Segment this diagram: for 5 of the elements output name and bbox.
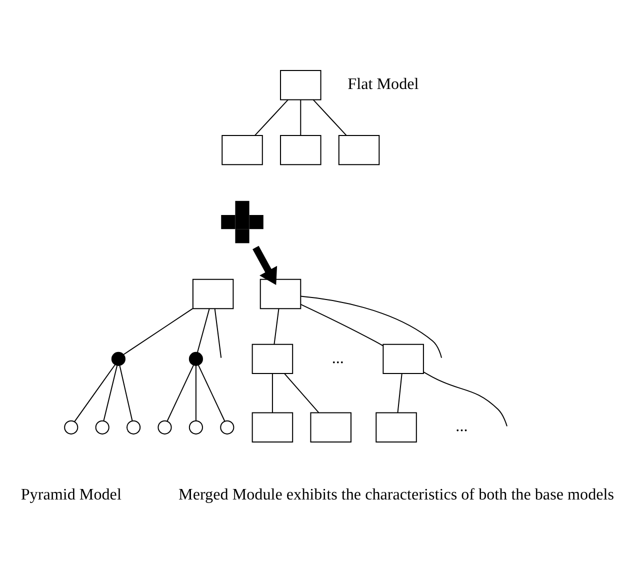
label: ... — [332, 349, 344, 366]
label: Pyramid Model — [20, 486, 122, 504]
label: ... — [456, 418, 468, 435]
label: Merged Module exhibits the characteristics of both the base models — [178, 486, 614, 504]
label: Flat Model — [348, 75, 419, 92]
